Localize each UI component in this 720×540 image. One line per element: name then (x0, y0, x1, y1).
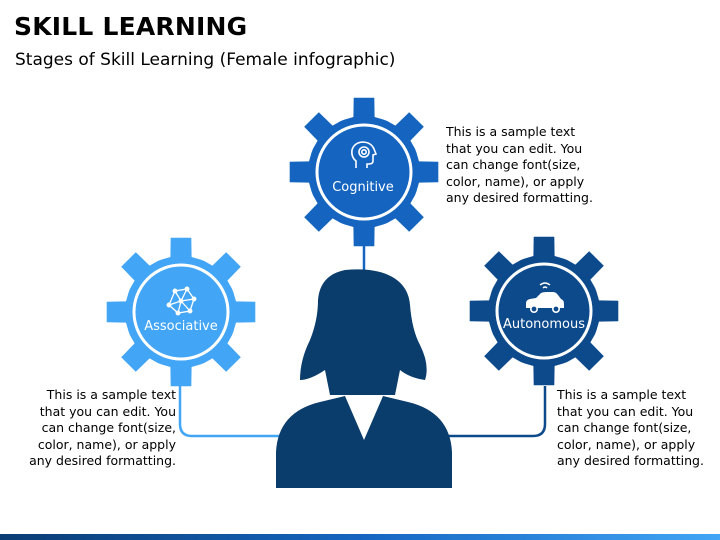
stage-label-associative: Associative (144, 319, 218, 334)
stage-label-autonomous: Autonomous (502, 317, 585, 332)
footer-bar (0, 534, 720, 540)
self-driving-car-icon (526, 282, 564, 314)
description-associative: This is a sample text that you can edit.… (29, 387, 176, 468)
connector-associative (178, 386, 300, 438)
slide-subtitle: Stages of Skill Learning (Female infogra… (15, 50, 396, 70)
gear-autonomous (469, 236, 619, 386)
connector-autonomous (430, 386, 547, 438)
head-target-icon (351, 141, 378, 168)
gear-autonomous-ring (495, 262, 593, 360)
slide-title: SKILL LEARNING (14, 12, 248, 41)
description-autonomous: This is a sample text that you can edit.… (557, 387, 704, 468)
network-brain-icon (166, 286, 197, 316)
description-cognitive: This is a sample text that you can edit.… (446, 124, 593, 205)
gear-cognitive (289, 97, 439, 247)
gear-cognitive-ring (315, 123, 413, 221)
female-silhouette-icon (276, 269, 452, 488)
stage-label-cognitive: Cognitive (332, 180, 394, 195)
